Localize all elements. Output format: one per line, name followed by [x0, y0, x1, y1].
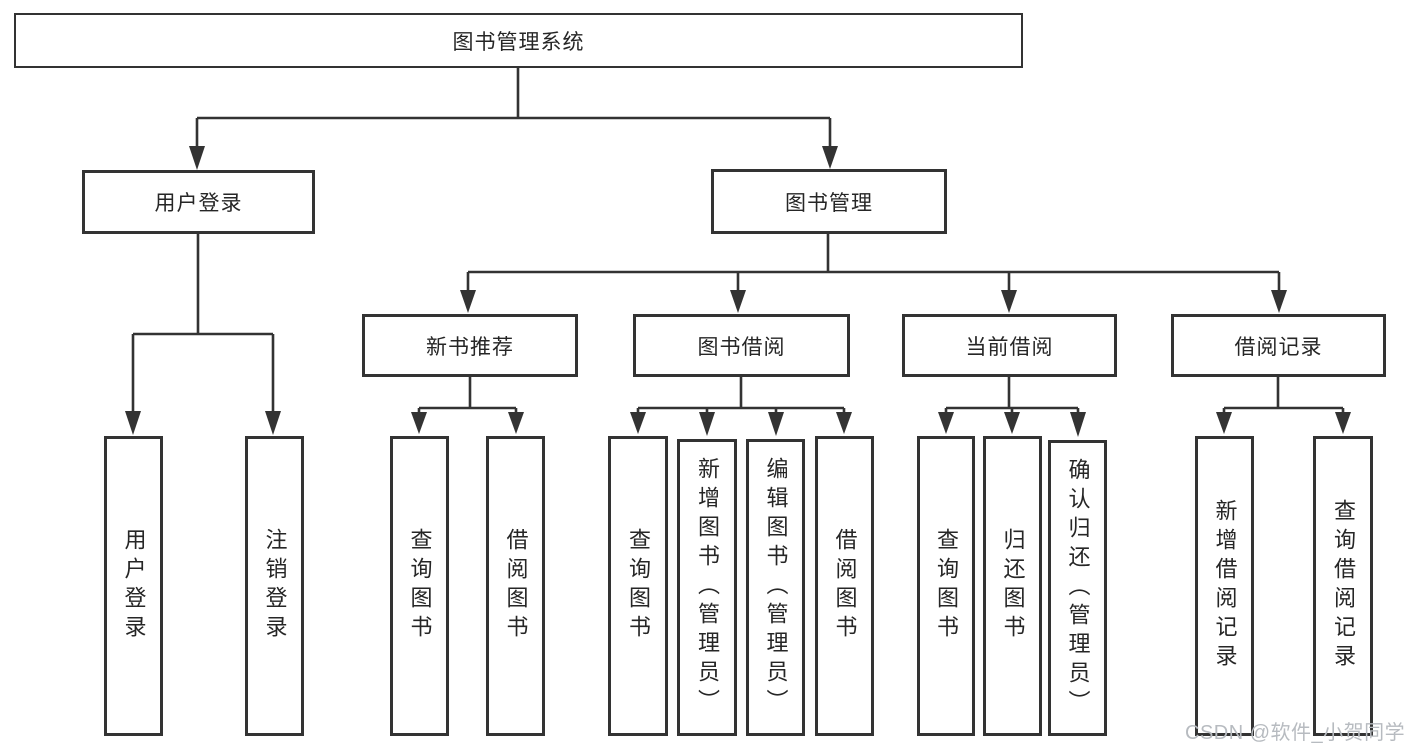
leaf-edit-book-admin: 编辑图书（管理员）: [746, 439, 805, 736]
node-label: 注销登录: [262, 528, 288, 644]
leaf-borrow-books-recommendation: 借阅图书: [486, 436, 545, 736]
node-label: 新增图书（管理员）: [695, 457, 720, 718]
node-label: 借阅图书: [503, 528, 529, 644]
node-book-borrowing: 图书借阅: [633, 314, 850, 377]
node-label: 查询图书: [407, 528, 433, 644]
node-label: 查询图书: [626, 528, 651, 644]
node-label: 图书管理: [785, 191, 873, 215]
leaf-confirm-return-admin: 确认归还（管理员）: [1048, 440, 1107, 736]
node-label: 图书借阅: [697, 335, 786, 359]
leaf-logout: 注销登录: [245, 436, 304, 736]
node-label: 借阅图书: [832, 528, 858, 644]
node-label: 借阅记录: [1234, 335, 1323, 359]
node-current-borrowing: 当前借阅: [902, 314, 1117, 377]
node-library-management-system: 图书管理系统: [14, 13, 1023, 68]
csdn-watermark: CSDN @软件_小贺同学: [1185, 722, 1405, 744]
node-borrowing-records: 借阅记录: [1171, 314, 1386, 377]
leaf-add-borrow-record: 新增借阅记录: [1195, 436, 1254, 736]
leaf-add-book-admin: 新增图书（管理员）: [677, 439, 737, 736]
node-book-management: 图书管理: [711, 169, 947, 234]
leaf-query-borrow-record: 查询借阅记录: [1313, 436, 1373, 736]
leaf-borrow-books-borrowing: 借阅图书: [815, 436, 874, 736]
node-label: 用户登录: [154, 192, 243, 215]
node-label: 查询借阅记录: [1331, 499, 1356, 673]
leaf-query-books-borrowing: 查询图书: [608, 436, 668, 736]
leaf-return-book: 归还图书: [983, 436, 1042, 736]
node-label: 当前借阅: [965, 335, 1054, 359]
node-label: 新书推荐: [426, 335, 514, 359]
leaf-query-books-current: 查询图书: [917, 436, 975, 736]
node-label: 编辑图书（管理员）: [763, 457, 789, 718]
node-label: 确认归还（管理员）: [1065, 457, 1091, 719]
leaf-user-login: 用户登录: [104, 436, 163, 736]
node-new-book-recommendation: 新书推荐: [362, 314, 578, 377]
leaf-query-books-recommendation: 查询图书: [390, 436, 449, 736]
node-label: 新增借阅记录: [1212, 499, 1238, 673]
node-label: 用户登录: [121, 528, 147, 644]
node-user-login: 用户登录: [82, 170, 315, 234]
node-label: 图书管理系统: [452, 30, 585, 54]
node-label: 归还图书: [1000, 528, 1026, 644]
node-label: 查询图书: [934, 528, 959, 644]
